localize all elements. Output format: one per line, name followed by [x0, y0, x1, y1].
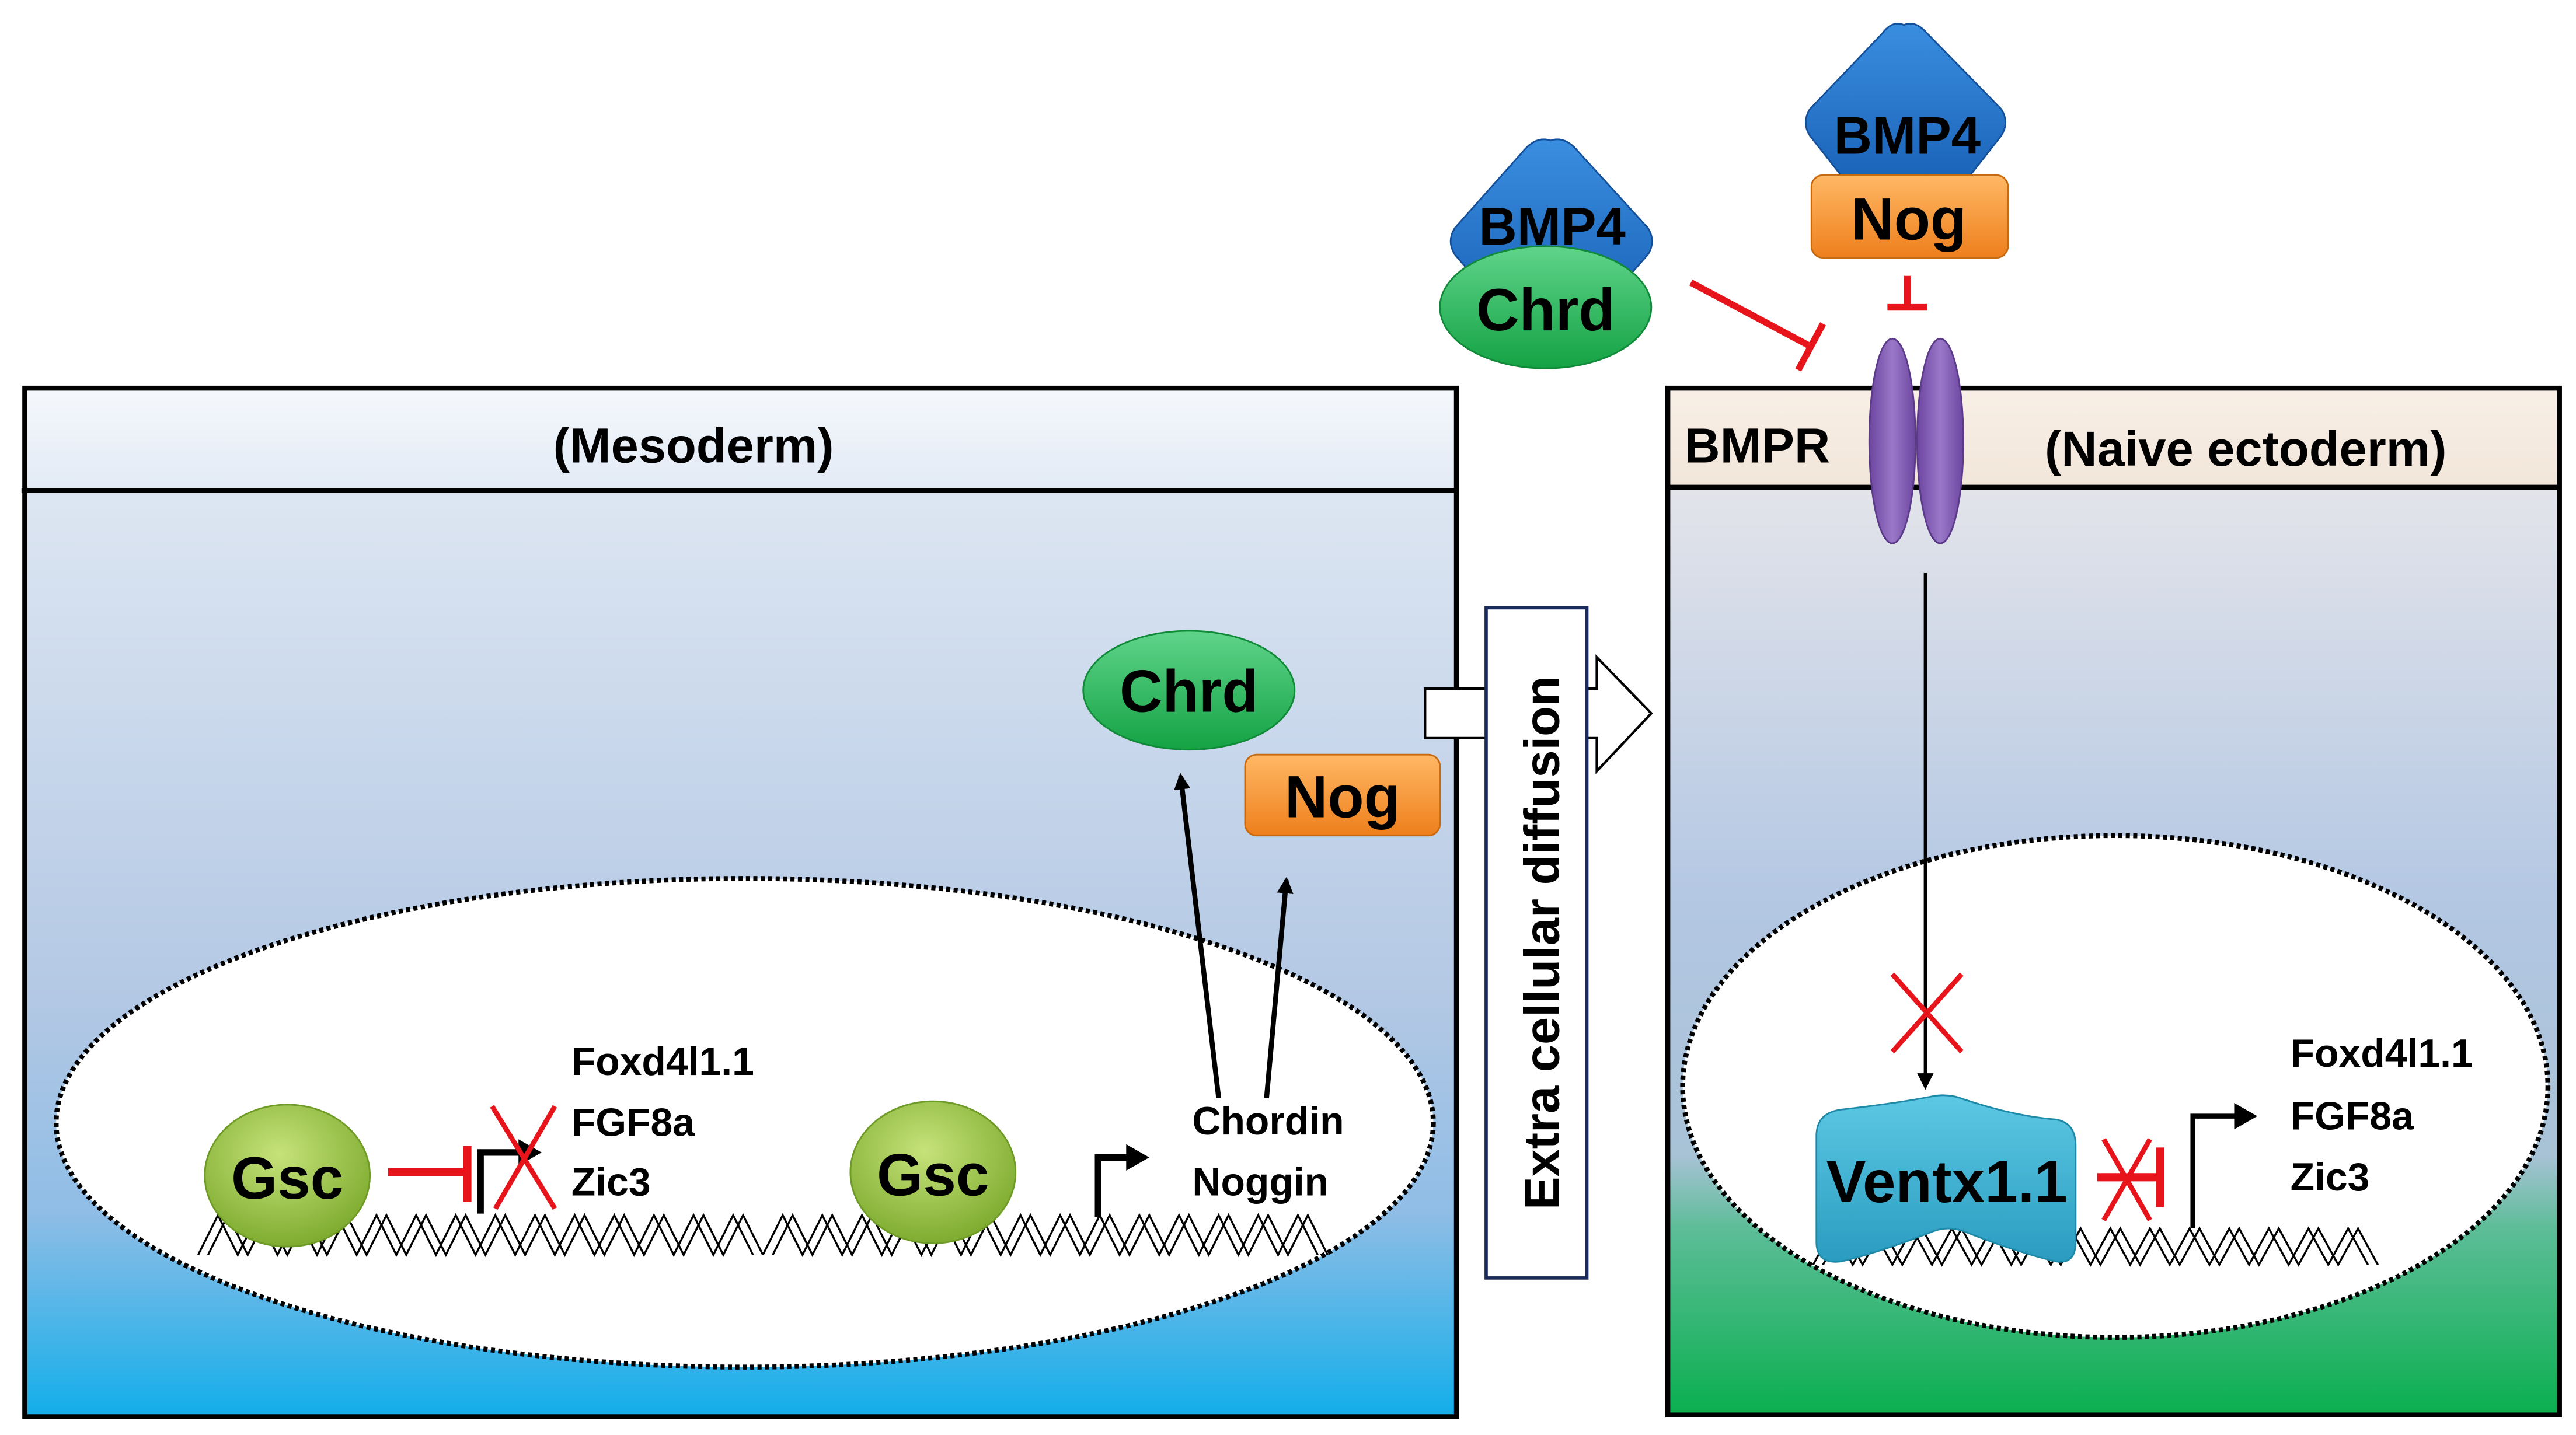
- blocked-x-icon: [1890, 972, 1964, 1054]
- svg-text:Foxd4l1.1: Foxd4l1.1: [2291, 1032, 2473, 1076]
- chrd-shape: [1439, 245, 1653, 369]
- ectoderm-title: (Naive ectoderm): [2045, 421, 2447, 476]
- gsc-repressor-label: Gsc: [231, 1145, 343, 1211]
- svg-text:FGF8a: FGF8a: [571, 1101, 695, 1145]
- nog-secreted-shape: [1244, 753, 1441, 837]
- ectoderm-header: [1668, 388, 2560, 487]
- chrd-label: Chrd: [1476, 277, 1615, 343]
- svg-text:Chordin: Chordin: [1192, 1099, 1344, 1143]
- ventx-shape: [1815, 1094, 2077, 1263]
- svg-text:FGF8a: FGF8a: [2291, 1094, 2414, 1138]
- gsc-repressor-shape: [204, 1104, 371, 1248]
- svg-text:Zic3: Zic3: [571, 1160, 651, 1204]
- secretion-arrow-nog: [1264, 877, 1294, 1098]
- gsc-activator-shape: [849, 1100, 1017, 1244]
- svg-text:Noggin: Noggin: [1192, 1160, 1329, 1204]
- mesoderm-cell: (Mesoderm) Gsc Foxd4l1.1 FGF8a: [21, 385, 1459, 1419]
- mesoderm-title: (Mesoderm): [553, 417, 834, 473]
- blocked-x-icon: [2101, 1138, 2152, 1221]
- promoter-arrow-icon: [1094, 1144, 1149, 1217]
- inhibition-icon: [388, 1146, 472, 1202]
- extracellular-diffusion: Extra cellular diffusion: [1424, 606, 1653, 1280]
- bmpr-label: BMPR: [1684, 417, 1830, 473]
- svg-text:Zic3: Zic3: [2291, 1155, 2370, 1199]
- svg-text:Foxd4l1.1: Foxd4l1.1: [571, 1040, 754, 1084]
- ectoderm-cell: BMPR (Naive ectoderm) Ventx1.1: [1665, 337, 2562, 1417]
- diffusion-label: Extra cellular diffusion: [1514, 676, 1569, 1210]
- bmp4-nog-complex: BMP4 Nog: [1804, 23, 2009, 259]
- dna-strand-left-2: [762, 1213, 1329, 1258]
- inhibition-icon: [1689, 280, 1826, 372]
- nog-secreted-label: Nog: [1285, 764, 1400, 830]
- nog-shape: [1810, 174, 2009, 259]
- activated-genes: Chordin Noggin: [1192, 1099, 1344, 1204]
- repressed-genes-left: Foxd4l1.1 FGF8a Zic3: [571, 1040, 754, 1204]
- ventx-label: Ventx1.1: [1826, 1148, 2068, 1215]
- nog-label: Nog: [1851, 186, 1967, 253]
- blocked-x-icon: [490, 1105, 557, 1210]
- chrd-secreted-shape: [1082, 630, 1296, 751]
- gsc-activator-label: Gsc: [877, 1141, 989, 1208]
- ectoderm-nucleus: [1680, 833, 2551, 1340]
- bmp4-chrd-complex: BMP4 Chrd: [1439, 138, 1653, 369]
- bmp4-label: BMP4: [1834, 106, 1981, 165]
- diffusion-box: [1484, 606, 1589, 1280]
- mesoderm-header: [25, 388, 1457, 491]
- chrd-secreted-label: Chrd: [1120, 658, 1259, 725]
- inhibition-icon: [1887, 275, 1927, 311]
- promoter-arrow-icon: [2190, 1103, 2258, 1229]
- target-genes-right: Foxd4l1.1 FGF8a Zic3: [2291, 1032, 2473, 1199]
- bmpr-receptor-icon: [1868, 337, 1964, 544]
- secretion-arrow-chrd: [1174, 773, 1221, 1099]
